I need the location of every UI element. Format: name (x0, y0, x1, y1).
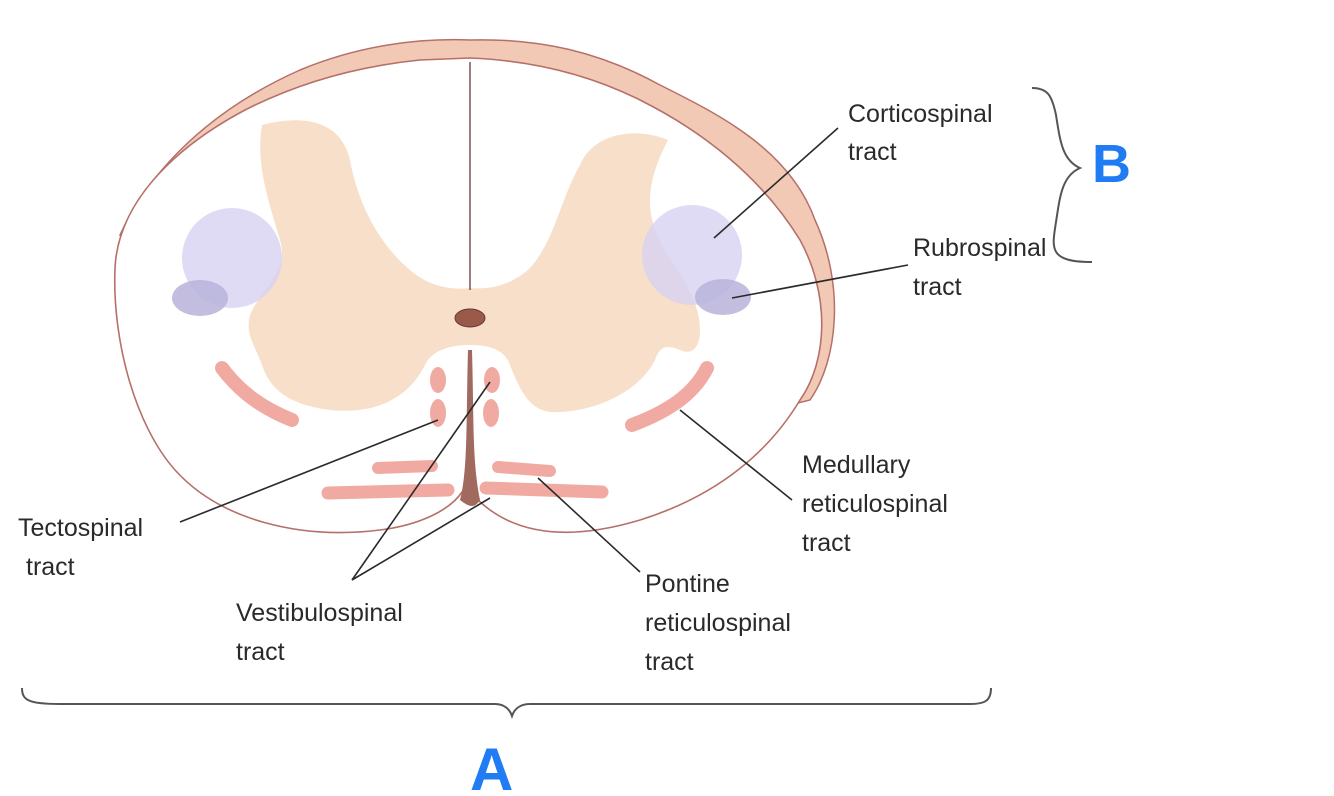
tectospinal-tract-left-2 (430, 399, 446, 427)
leader-pontine (537, 477, 641, 573)
label-pontine-reticulospinal: Pontine reticulospinal tract (645, 570, 798, 676)
leader-rubrospinal (731, 264, 909, 299)
label-vestibulospinal: Vestibulospinal tract (236, 599, 410, 666)
label-medullary-reticulospinal: Medullary reticulospinal tract (802, 451, 955, 557)
label-corticospinal: Corticospinal tract (848, 100, 999, 166)
brace-lateral-group (1031, 87, 1093, 263)
rubrospinal-tract-left (172, 280, 228, 316)
medullary-reticulospinal-tract-left (215, 361, 299, 427)
pontine-reticulospinal-tract-left-1 (372, 460, 438, 474)
rubrospinal-tract-right (695, 279, 751, 315)
group-label-b: B (1092, 134, 1131, 194)
pontine-reticulospinal-tract-right-2 (479, 481, 609, 499)
leader-corticospinal (713, 127, 839, 239)
brace-all-group (21, 687, 992, 720)
leader-medullary (679, 409, 793, 501)
medullary-reticulospinal-tract-right (625, 361, 714, 432)
leader-vestibulospinal-2 (351, 497, 491, 581)
label-rubrospinal: Rubrospinal tract (913, 234, 1053, 301)
tectospinal-tract-left (430, 367, 446, 393)
vestibulospinal-tract-right (484, 367, 500, 393)
anterior-fissure (460, 350, 480, 506)
pontine-reticulospinal-tract-left-2 (321, 483, 455, 500)
vestibulospinal-tract-right-2 (483, 399, 499, 427)
gray-matter (248, 120, 700, 413)
label-tectospinal: Tectospinal tract (18, 514, 150, 581)
group-label-a: A (470, 736, 513, 796)
central-canal (454, 308, 486, 328)
leader-vestibulospinal-1 (351, 381, 491, 581)
leader-tectospinal (179, 419, 439, 523)
pontine-reticulospinal-tract-right-1 (492, 461, 556, 477)
